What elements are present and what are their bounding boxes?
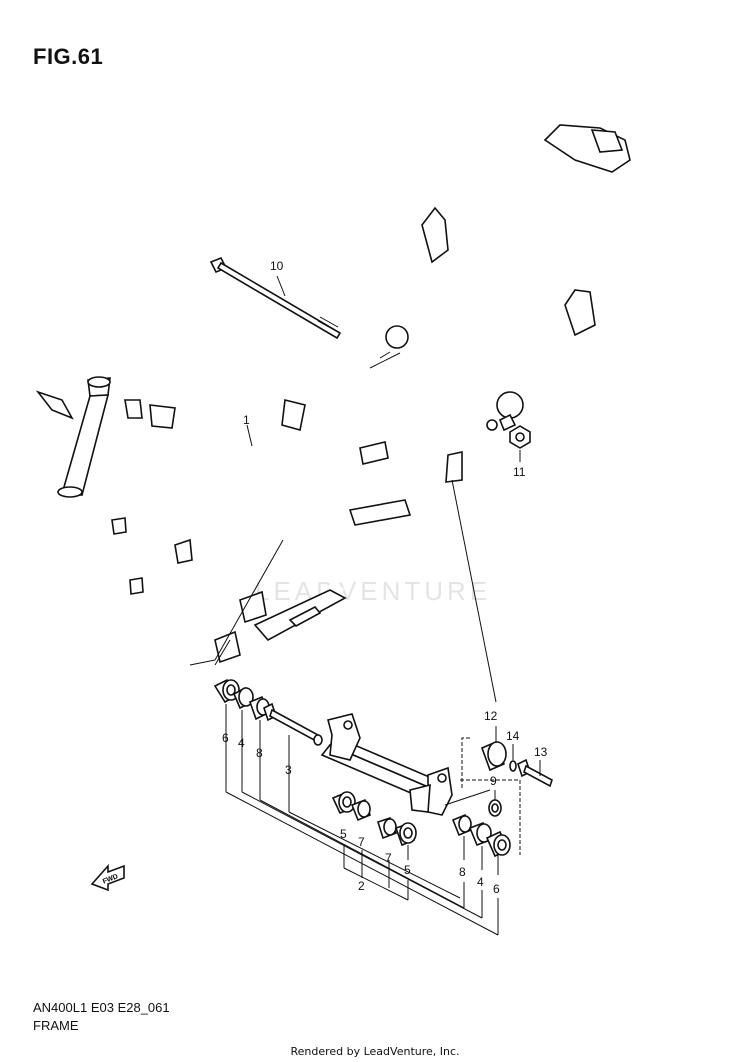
watermark: LEADVENTURE [255,576,491,606]
engine-mount-bracket-part-2[interactable] [320,713,453,816]
callout-14[interactable]: 14 [506,729,520,743]
leader-lines [189,275,541,936]
bushing-part-12[interactable] [480,740,507,772]
figure-title: FIG.61 [33,44,104,69]
callout-2[interactable]: 2 [358,879,365,893]
bushing-part-5-left[interactable] [331,791,356,815]
callout-3[interactable]: 3 [285,763,292,777]
collar-part-7-right[interactable] [377,817,398,840]
callout-4-right[interactable]: 4 [477,875,484,889]
callout-labels: 1 10 11 12 14 13 9 6 4 8 3 5 7 7 5 2 8 4… [222,259,548,896]
callout-10[interactable]: 10 [270,259,284,273]
callout-8-left[interactable]: 8 [256,746,263,760]
bolt-part-10[interactable] [209,256,342,340]
washer-part-9[interactable] [488,799,502,817]
diagram-name: FRAME [33,1018,79,1033]
callout-11[interactable]: 11 [513,465,526,479]
bushing-part-6-right[interactable] [485,830,511,858]
callout-1[interactable]: 1 [243,413,250,427]
frame-body[interactable] [35,124,655,664]
callout-5-left[interactable]: 5 [340,827,347,841]
callout-6-left[interactable]: 6 [222,731,229,745]
callout-6-right[interactable]: 6 [493,882,500,896]
washer-part-14[interactable] [509,760,517,772]
callout-7-right[interactable]: 7 [385,851,392,865]
bolt-part-13[interactable] [517,758,553,788]
bolt-head-11 [486,419,498,431]
callout-12[interactable]: 12 [484,709,498,723]
callout-13[interactable]: 13 [534,745,548,759]
bushing-part-5-right[interactable] [394,822,417,847]
collar-part-7-left[interactable] [350,798,371,822]
callout-5-right[interactable]: 5 [404,863,411,877]
callout-4-left[interactable]: 4 [238,736,245,750]
callout-7-left[interactable]: 7 [358,835,365,849]
render-credit: Rendered by LeadVenture, Inc. [290,1045,460,1058]
collar-part-8-right[interactable] [451,813,473,837]
bolt-part-3[interactable] [263,702,323,746]
diagram-code: AN400L1 E03 E28_061 [33,1000,170,1015]
callout-8-right[interactable]: 8 [459,865,466,879]
bushing-part-4-left[interactable] [232,686,254,710]
callout-9[interactable]: 9 [490,774,497,788]
fwd-arrow-icon: FWD [90,863,125,892]
nut-part-11[interactable] [509,425,531,449]
